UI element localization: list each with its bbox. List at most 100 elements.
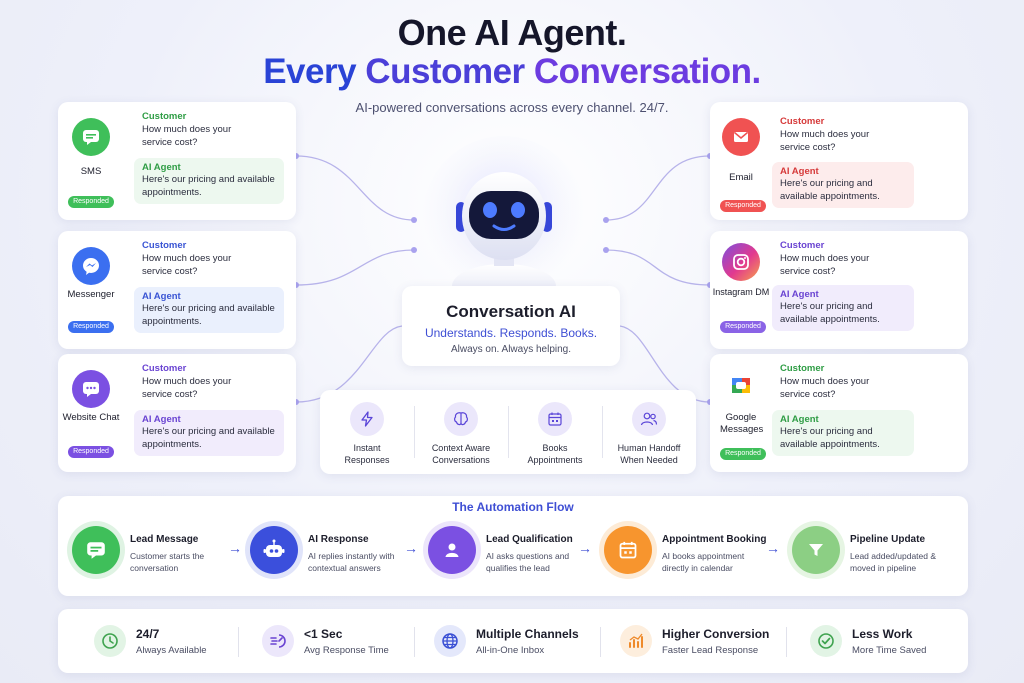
ai-agent-label: AI Agent bbox=[780, 166, 819, 177]
divider bbox=[508, 406, 509, 458]
divider bbox=[786, 627, 787, 657]
center-subline: Always on. Always helping. bbox=[450, 344, 572, 355]
step-desc: Lead added/updated & moved in pipeline bbox=[850, 551, 937, 573]
stat-multiple-channels: Multiple Channels All-in-One Inbox bbox=[434, 609, 604, 673]
step-title: AI Response bbox=[308, 534, 369, 545]
feature-label: Books Appointments bbox=[527, 443, 583, 465]
title-word-every: Every bbox=[263, 52, 357, 91]
ai-reply-box: AI Agent Here's our pricing and availabl… bbox=[134, 158, 284, 204]
channel-card-website-chat[interactable]: Website Chat Responded Customer How much… bbox=[58, 354, 296, 472]
flow-title: The Automation Flow bbox=[452, 500, 574, 514]
stat-desc: Avg Response Time bbox=[304, 645, 389, 656]
stat-desc: Always Available bbox=[136, 645, 207, 656]
calendar-icon bbox=[604, 526, 652, 574]
customer-label: Customer bbox=[780, 116, 825, 127]
status-badge: Responded bbox=[68, 196, 114, 208]
customer-message: How much does your service cost? bbox=[780, 129, 870, 153]
stats-card: 24/7 Always Available <1 Sec Avg Respons… bbox=[58, 609, 968, 673]
channel-card-google-messages[interactable]: Google Messages Responded Customer How m… bbox=[710, 354, 968, 472]
stat-less-work: Less Work More Time Saved bbox=[810, 609, 960, 673]
customer-message: How much does your service cost? bbox=[142, 376, 232, 400]
ai-agent-label: AI Agent bbox=[142, 162, 181, 173]
center-tagline: Understands. Responds. Books. bbox=[424, 326, 598, 340]
people-icon bbox=[632, 402, 666, 436]
ai-reply-box: AI Agent Here's our pricing and availabl… bbox=[134, 410, 284, 456]
flow-step-lead-qualification: Lead Qualification AI asks questions and… bbox=[428, 524, 598, 586]
check-icon bbox=[810, 625, 842, 657]
arrow-icon: → bbox=[766, 540, 780, 556]
ai-agent-label: AI Agent bbox=[142, 414, 181, 425]
speed-icon bbox=[262, 625, 294, 657]
google-messages-icon bbox=[722, 366, 760, 404]
title-word-conversation: Conversation. bbox=[533, 52, 761, 91]
channel-card-instagram[interactable]: Instagram DM Responded Customer How much… bbox=[710, 231, 968, 349]
ai-reply-box: AI Agent Here's our pricing and availabl… bbox=[134, 287, 284, 333]
divider bbox=[238, 627, 239, 657]
chart-icon bbox=[620, 625, 652, 657]
email-icon bbox=[722, 118, 760, 156]
step-title: Pipeline Update bbox=[850, 534, 926, 545]
channel-name: Instagram DM bbox=[712, 287, 770, 297]
chat-icon bbox=[72, 118, 110, 156]
customer-label: Customer bbox=[780, 240, 825, 251]
feature-label: Context Aware Conversations bbox=[431, 443, 491, 465]
divider bbox=[414, 627, 415, 657]
stat-availability: 24/7 Always Available bbox=[94, 609, 244, 673]
step-title: Lead Message bbox=[130, 534, 199, 545]
page-title: One AI Agent. bbox=[397, 12, 627, 53]
customer-message: How much does your service cost? bbox=[142, 124, 232, 148]
status-badge: Responded bbox=[720, 321, 766, 333]
stat-desc: More Time Saved bbox=[852, 645, 927, 656]
ai-reply-box: AI Agent Here's our pricing and availabl… bbox=[772, 285, 914, 331]
channel-card-sms[interactable]: SMS Responded Customer How much does you… bbox=[58, 102, 296, 220]
ai-reply-box: AI Agent Here's our pricing and availabl… bbox=[772, 410, 914, 456]
customer-message: How much does your service cost? bbox=[780, 376, 870, 400]
ai-message: Here's our pricing and available appoint… bbox=[142, 426, 275, 450]
ai-message: Here's our pricing and available appoint… bbox=[780, 178, 880, 202]
message-icon bbox=[72, 526, 120, 574]
channel-name: Website Chat bbox=[62, 412, 120, 423]
arrow-icon: → bbox=[578, 540, 592, 556]
instagram-icon bbox=[722, 243, 760, 281]
robot-illustration bbox=[416, 136, 592, 296]
stat-title: Multiple Channels bbox=[476, 627, 579, 641]
status-badge: Responded bbox=[720, 448, 766, 460]
stat-title: 24/7 bbox=[136, 627, 160, 641]
flow-step-pipeline-update: Pipeline Update Lead added/updated & mov… bbox=[792, 524, 962, 586]
step-title: Lead Qualification bbox=[486, 534, 573, 545]
globe-icon bbox=[434, 625, 466, 657]
channel-card-email[interactable]: Email Responded Customer How much does y… bbox=[710, 102, 968, 220]
customer-label: Customer bbox=[142, 240, 187, 251]
robot-icon bbox=[250, 526, 298, 574]
customer-label: Customer bbox=[142, 363, 187, 374]
channel-card-messenger[interactable]: Messenger Responded Customer How much do… bbox=[58, 231, 296, 349]
divider bbox=[602, 406, 603, 458]
stat-response-time: <1 Sec Avg Response Time bbox=[262, 609, 412, 673]
clock-icon bbox=[94, 625, 126, 657]
status-badge: Responded bbox=[720, 200, 766, 212]
feature-human-handoff: Human Handoff When Needed bbox=[602, 390, 696, 474]
automation-flow-card: The Automation Flow Lead Message Custome… bbox=[58, 496, 968, 596]
ai-reply-box: AI Agent Here's our pricing and availabl… bbox=[772, 162, 914, 208]
website-chat-icon bbox=[72, 370, 110, 408]
page-title-line2: Every Customer Conversation. bbox=[0, 52, 1024, 92]
customer-label: Customer bbox=[142, 111, 187, 122]
divider bbox=[414, 406, 415, 458]
step-desc: AI replies instantly with contextual ans… bbox=[308, 551, 395, 573]
step-desc: AI books appointment directly in calenda… bbox=[662, 551, 745, 573]
feature-label: Human Handoff When Needed bbox=[617, 443, 681, 465]
lightning-icon bbox=[350, 402, 384, 436]
ai-agent-label: AI Agent bbox=[142, 291, 181, 302]
step-desc: AI asks questions and qualifies the lead bbox=[486, 551, 570, 573]
messenger-icon bbox=[72, 247, 110, 285]
customer-label: Customer bbox=[780, 363, 825, 374]
channel-name: SMS bbox=[80, 166, 102, 177]
ai-message: Here's our pricing and available appoint… bbox=[142, 303, 275, 327]
flow-step-lead-message: Lead Message Customer starts the convers… bbox=[72, 524, 232, 586]
user-icon bbox=[428, 526, 476, 574]
ai-message: Here's our pricing and available appoint… bbox=[780, 426, 880, 450]
stat-higher-conversion: Higher Conversion Faster Lead Response bbox=[620, 609, 790, 673]
title-word-customer: Customer bbox=[365, 52, 525, 91]
step-desc: Customer starts the conversation bbox=[130, 551, 205, 573]
